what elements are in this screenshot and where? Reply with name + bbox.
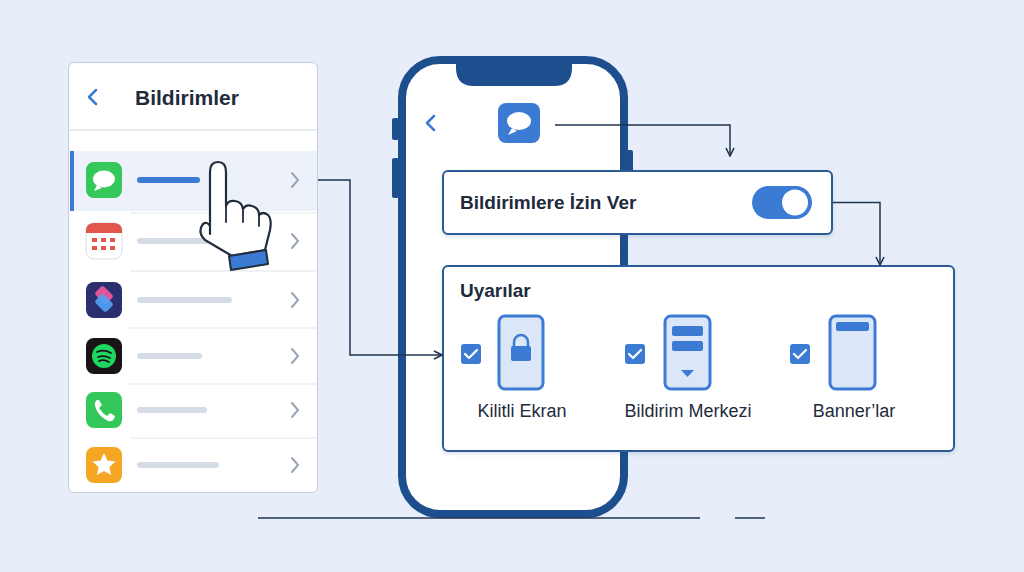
option-label: Kilitli Ekran	[442, 401, 602, 422]
flow-arrow	[318, 180, 442, 355]
base-dash	[735, 517, 765, 519]
settings-box: Bildirimler	[68, 62, 318, 493]
phone-button	[392, 118, 399, 140]
flow-arrow	[833, 203, 880, 266]
option-label: Banner’lar	[774, 401, 934, 422]
phone-notch	[456, 58, 572, 86]
speech-bubble-tail	[508, 128, 517, 135]
box-heading: Uyarılar	[460, 280, 531, 302]
box-heading: Bildirimler	[135, 86, 239, 110]
app-icon	[498, 103, 540, 143]
back-chevron	[427, 116, 434, 130]
leader-arrow	[555, 125, 730, 156]
option-label: Bildirim Merkezi	[608, 401, 768, 422]
box-heading: Bildirimlere İzin Ver	[460, 192, 636, 214]
base-line	[258, 517, 700, 519]
phone-button	[392, 158, 399, 198]
settings-box: Bildirimlere İzin Ver	[442, 170, 833, 235]
settings-box: UyarılarKilitli Ekran Bildirim Merkezi Ban…	[442, 265, 955, 452]
speech-bubble	[507, 112, 531, 130]
